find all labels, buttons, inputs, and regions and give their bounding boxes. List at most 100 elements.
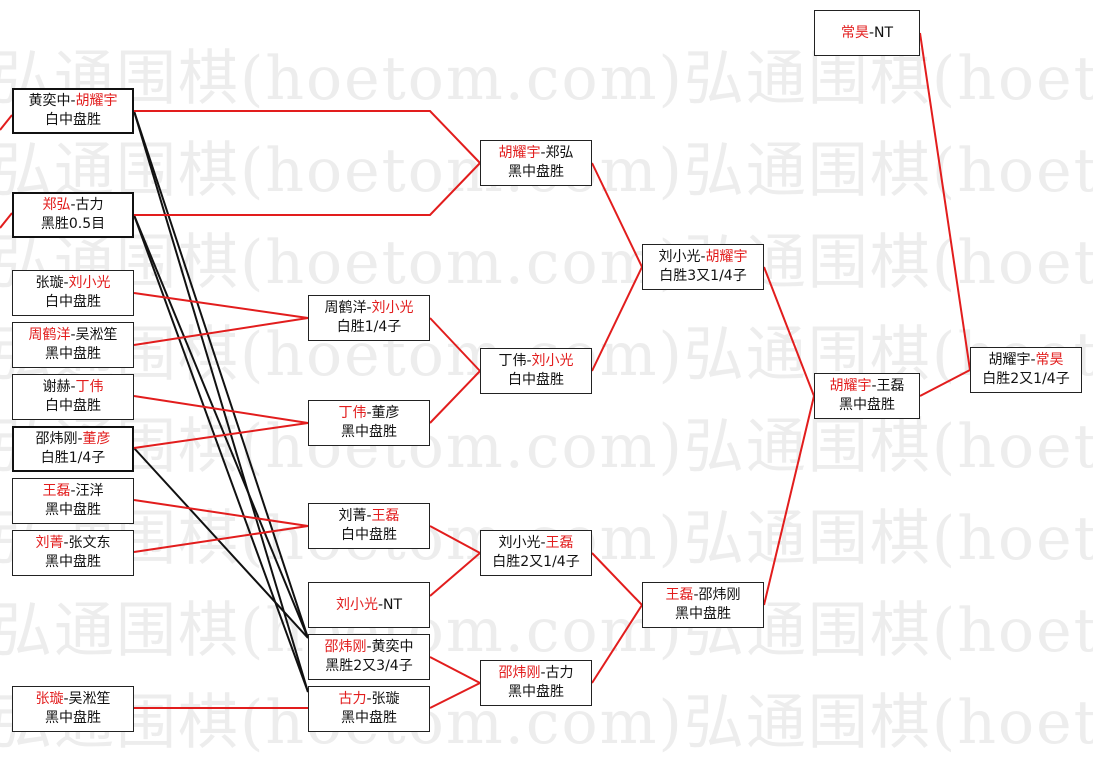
match-box[interactable]: 张璇-吴淞笙 黑中盘胜 [12, 686, 134, 732]
connector-line [591, 162, 643, 268]
player1: 胡耀宇 [829, 378, 872, 394]
connector-line [0, 114, 13, 131]
match-result: 黑中盘胜 [45, 554, 101, 570]
player1: 刘菁 [338, 508, 367, 524]
connector-line [763, 395, 815, 606]
match-result: 黑中盘胜 [508, 684, 564, 700]
player1: 丁伟 [498, 353, 527, 369]
match-result: 白胜1/4子 [336, 319, 402, 335]
match-result: 黑中盘胜 [45, 346, 101, 362]
bracket-lines [0, 32, 971, 709]
connector-line [133, 499, 309, 527]
match-result: 白胜1/4子 [40, 450, 106, 466]
player1: 周鹤洋 [28, 327, 71, 343]
player1: 邵炜刚 [324, 639, 367, 655]
match-box[interactable]: 刘菁-张文东 黑中盘胜 [12, 530, 134, 576]
player2: 汪洋 [75, 483, 104, 499]
match-box[interactable]: 周鹤洋-吴淞笙 黑中盘胜 [12, 322, 134, 368]
match-result: 黑胜2又3/4子 [325, 658, 413, 674]
match-box[interactable]: 刘小光-NT [308, 582, 430, 628]
connector-line [134, 162, 481, 216]
player1: 刘小光 [335, 596, 378, 613]
match-result: 黑中盘胜 [45, 710, 101, 726]
player2: 刘小光 [371, 300, 414, 316]
match-box[interactable]: 邵炜刚-董彦 白胜1/4子 [12, 426, 134, 472]
player2: 胡耀宇 [75, 93, 118, 109]
connector-line [134, 110, 481, 164]
match-box[interactable]: 丁伟-董彦 黑中盘胜 [308, 400, 430, 446]
match-result: 白胜2又1/4子 [982, 371, 1070, 387]
match-box[interactable]: 郑弘-古力 黑胜0.5目 [12, 192, 134, 238]
match-box[interactable]: 周鹤洋-刘小光 白胜1/4子 [308, 295, 430, 341]
match-box[interactable]: 张璇-刘小光 白中盘胜 [12, 270, 134, 316]
player2: 古力 [545, 665, 574, 681]
match-result: 黑中盘胜 [45, 502, 101, 518]
player1: 胡耀宇 [988, 352, 1031, 368]
connector-line [133, 447, 309, 639]
match-result: 白胜2又1/4子 [492, 554, 580, 570]
player1: 张璇 [35, 275, 64, 291]
player1: 邵炜刚 [35, 431, 78, 447]
connector-line [429, 317, 481, 372]
match-box[interactable]: 王磊-汪洋 黑中盘胜 [12, 478, 134, 524]
match-box[interactable]: 邵炜刚-黄奕中 黑胜2又3/4子 [308, 634, 430, 680]
player2: 王磊 [545, 535, 574, 551]
match-result: 黑中盘胜 [839, 397, 895, 413]
player2: 常昊 [1035, 352, 1064, 368]
match-box[interactable]: 黄奕中-胡耀宇 白中盘胜 [12, 88, 134, 134]
match-result: 白中盘胜 [341, 527, 397, 543]
match-result: 黑中盘胜 [341, 710, 397, 726]
match-box[interactable]: 常昊-NT [814, 10, 920, 56]
match-result: 白中盘胜 [45, 294, 101, 310]
connector-line [429, 656, 481, 684]
match-box[interactable]: 邵炜刚-古力 黑中盘胜 [480, 660, 592, 706]
match-box[interactable]: 王磊-邵炜刚 黑中盘胜 [642, 582, 764, 628]
match-box[interactable]: 刘菁-王磊 白中盘胜 [308, 503, 430, 549]
player2: 王磊 [371, 508, 400, 524]
connector-line [429, 525, 481, 554]
connector-line [429, 682, 481, 709]
player1: 古力 [338, 691, 367, 707]
match-box[interactable]: 古力-张璇 黑中盘胜 [308, 686, 430, 732]
player2: 董彦 [82, 431, 111, 447]
player2: 刘小光 [68, 275, 111, 291]
match-box[interactable]: 胡耀宇-王磊 黑中盘胜 [814, 373, 920, 419]
connector-line [133, 214, 309, 639]
match-result: 白中盘胜 [508, 372, 564, 388]
player1: 刘菁 [35, 535, 64, 551]
player2: 刘小光 [531, 353, 574, 369]
connector-line [429, 552, 481, 597]
connector-line [429, 370, 481, 424]
match-result: 黑中盘胜 [675, 606, 731, 622]
player2: 胡耀宇 [705, 249, 748, 265]
match-box[interactable]: 丁伟-刘小光 白中盘胜 [480, 348, 592, 394]
player2: 邵炜刚 [698, 587, 741, 603]
player1: 胡耀宇 [498, 145, 541, 161]
player1: 谢赫 [42, 379, 71, 395]
player2: 黄奕中 [371, 639, 414, 655]
connector-line [133, 395, 309, 424]
player1: 常昊 [840, 24, 869, 41]
connector-line [133, 525, 309, 553]
player2: 吴淞笙 [75, 327, 118, 343]
player2: 王磊 [876, 378, 905, 394]
match-box[interactable]: 刘小光-王磊 白胜2又1/4子 [480, 530, 592, 576]
connector-line [133, 110, 309, 639]
player2: 吴淞笙 [68, 691, 111, 707]
match-box[interactable]: 谢赫-丁伟 白中盘胜 [12, 374, 134, 420]
connector-line [133, 422, 309, 449]
connector-line [133, 110, 309, 693]
match-result: 白胜3又1/4子 [659, 268, 747, 284]
player1: 邵炜刚 [498, 665, 541, 681]
match-box[interactable]: 胡耀宇-郑弘 黑中盘胜 [480, 140, 592, 186]
match-result: 白中盘胜 [45, 398, 101, 414]
connector-line [133, 292, 309, 319]
match-box[interactable]: 胡耀宇-常昊 白胜2又1/4子 [970, 347, 1082, 393]
player2: 张文东 [68, 535, 111, 551]
connector-line [133, 214, 309, 693]
player2: 丁伟 [75, 379, 104, 395]
connector-line [133, 317, 309, 346]
match-box[interactable]: 刘小光-胡耀宇 白胜3又1/4子 [642, 244, 764, 290]
player1: 张璇 [35, 691, 64, 707]
match-result: 黑胜0.5目 [40, 216, 106, 232]
